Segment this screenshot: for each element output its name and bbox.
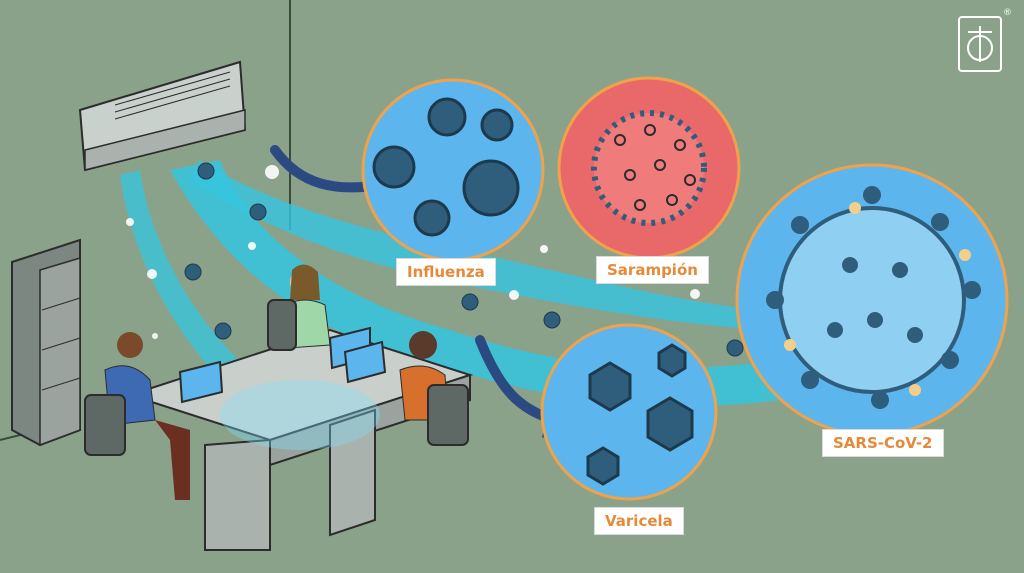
label-varicela: Varicela [594, 507, 684, 535]
desk-glow [220, 380, 380, 450]
virus-icon [184, 162, 744, 357]
sars-bubble [735, 163, 1009, 437]
air-conditioner-icon [78, 60, 247, 172]
label-sarampion: Sarampión [596, 256, 709, 284]
logo-icon [958, 16, 1002, 72]
label-influenza: Influenza [396, 258, 496, 286]
filing-cabinet [11, 238, 81, 447]
varicela-bubble [540, 323, 718, 501]
sarampion-bubble [557, 76, 741, 260]
chair [84, 299, 469, 456]
label-sars: SARS-CoV-2 [822, 429, 944, 457]
laptop-icon [178, 326, 387, 404]
bubble-dots [126, 165, 700, 339]
influenza-bubble [361, 78, 545, 262]
airflow-stream-upper [190, 160, 760, 330]
registered-mark: ® [1003, 8, 1012, 18]
